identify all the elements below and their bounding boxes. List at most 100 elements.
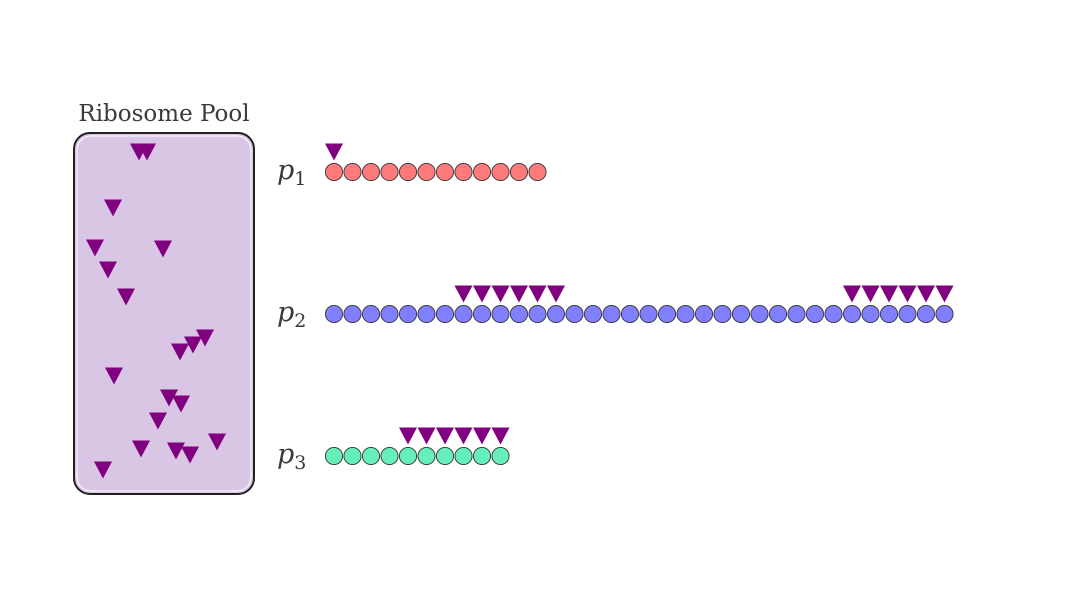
lane-label-letter: p bbox=[277, 439, 294, 470]
codon bbox=[657, 304, 677, 324]
codon bbox=[509, 304, 529, 324]
lane-p2: p2 bbox=[277, 285, 954, 332]
ribosome-pool-box bbox=[73, 132, 255, 495]
lane-label-subscript: 3 bbox=[294, 452, 306, 474]
ribosome bbox=[160, 389, 178, 407]
codon bbox=[361, 304, 381, 324]
ribosome bbox=[184, 336, 202, 354]
codon bbox=[842, 304, 862, 324]
codon bbox=[380, 446, 399, 466]
codon bbox=[398, 304, 418, 324]
codon bbox=[768, 304, 788, 324]
codon bbox=[824, 304, 843, 324]
codon bbox=[805, 304, 825, 324]
codon bbox=[583, 304, 603, 324]
codon bbox=[620, 304, 640, 324]
ribosome bbox=[94, 461, 112, 479]
ribosome bbox=[898, 285, 917, 303]
pool-ribosomes bbox=[86, 143, 226, 479]
ribosome bbox=[172, 395, 190, 413]
codon bbox=[898, 304, 917, 324]
codon bbox=[454, 446, 473, 466]
ribosome bbox=[132, 440, 150, 458]
ribosome-pool-box-inner-border bbox=[76, 135, 252, 492]
ribosome bbox=[417, 427, 436, 445]
ribosome bbox=[325, 143, 343, 161]
codon bbox=[546, 304, 566, 324]
codon bbox=[435, 446, 455, 466]
codon bbox=[324, 162, 344, 182]
codon bbox=[602, 304, 621, 324]
ribosome bbox=[436, 427, 454, 445]
codon bbox=[435, 162, 455, 182]
lane-label-letter: p bbox=[277, 297, 294, 328]
ribosome bbox=[843, 285, 861, 303]
codon bbox=[435, 304, 455, 324]
codon bbox=[380, 162, 399, 182]
codon bbox=[417, 446, 436, 466]
lane-label-letter: p bbox=[277, 155, 294, 186]
codon bbox=[528, 304, 547, 324]
ribosome bbox=[196, 329, 214, 347]
ribosome bbox=[181, 446, 199, 464]
codon bbox=[361, 446, 381, 466]
codon bbox=[694, 304, 714, 324]
lane-p1: p1 bbox=[277, 143, 547, 190]
lane-label-subscript: 1 bbox=[294, 168, 306, 190]
codon bbox=[935, 304, 954, 324]
ribosome bbox=[454, 285, 473, 303]
ribosome bbox=[99, 261, 117, 279]
codon bbox=[472, 304, 492, 324]
codon bbox=[398, 162, 418, 182]
codon bbox=[491, 162, 510, 182]
codon bbox=[454, 304, 473, 324]
codon bbox=[528, 162, 547, 182]
codon bbox=[676, 304, 695, 324]
ribosome bbox=[154, 240, 172, 258]
ribosome bbox=[138, 143, 156, 161]
lane-p3: p3 bbox=[277, 427, 510, 474]
codon bbox=[324, 446, 344, 466]
ribosome bbox=[454, 427, 473, 445]
codon bbox=[380, 304, 399, 324]
codon bbox=[787, 304, 806, 324]
ribosome bbox=[528, 285, 547, 303]
lane-label: p2 bbox=[277, 297, 306, 332]
codon bbox=[713, 304, 732, 324]
ribosome bbox=[167, 442, 185, 460]
codon bbox=[491, 304, 510, 324]
ribosome bbox=[473, 427, 491, 445]
ribosome bbox=[861, 285, 880, 303]
ribosome bbox=[117, 288, 135, 306]
codon bbox=[509, 162, 529, 182]
ribosome bbox=[491, 285, 510, 303]
codon bbox=[417, 162, 436, 182]
codon bbox=[343, 446, 362, 466]
ribosome bbox=[149, 412, 167, 430]
codon bbox=[916, 304, 936, 324]
ribosome bbox=[105, 367, 123, 385]
codon bbox=[343, 304, 362, 324]
ribosome bbox=[399, 427, 417, 445]
codon bbox=[750, 304, 769, 324]
lane-label-subscript: 2 bbox=[294, 310, 306, 332]
ribosome bbox=[171, 343, 189, 361]
lane-label: p1 bbox=[277, 155, 306, 190]
codon bbox=[472, 162, 492, 182]
codon bbox=[861, 304, 880, 324]
pool-title: Ribosome Pool bbox=[78, 101, 249, 127]
ribosome bbox=[880, 285, 898, 303]
ribosome bbox=[104, 199, 122, 217]
ribosome bbox=[473, 285, 491, 303]
codon bbox=[731, 304, 751, 324]
ribosome bbox=[935, 285, 954, 303]
codon bbox=[565, 304, 584, 324]
ribosome bbox=[86, 239, 104, 257]
codon bbox=[491, 446, 510, 466]
ribosome bbox=[491, 427, 510, 445]
codon bbox=[417, 304, 436, 324]
codon bbox=[398, 446, 418, 466]
codon bbox=[639, 304, 658, 324]
codon bbox=[472, 446, 492, 466]
